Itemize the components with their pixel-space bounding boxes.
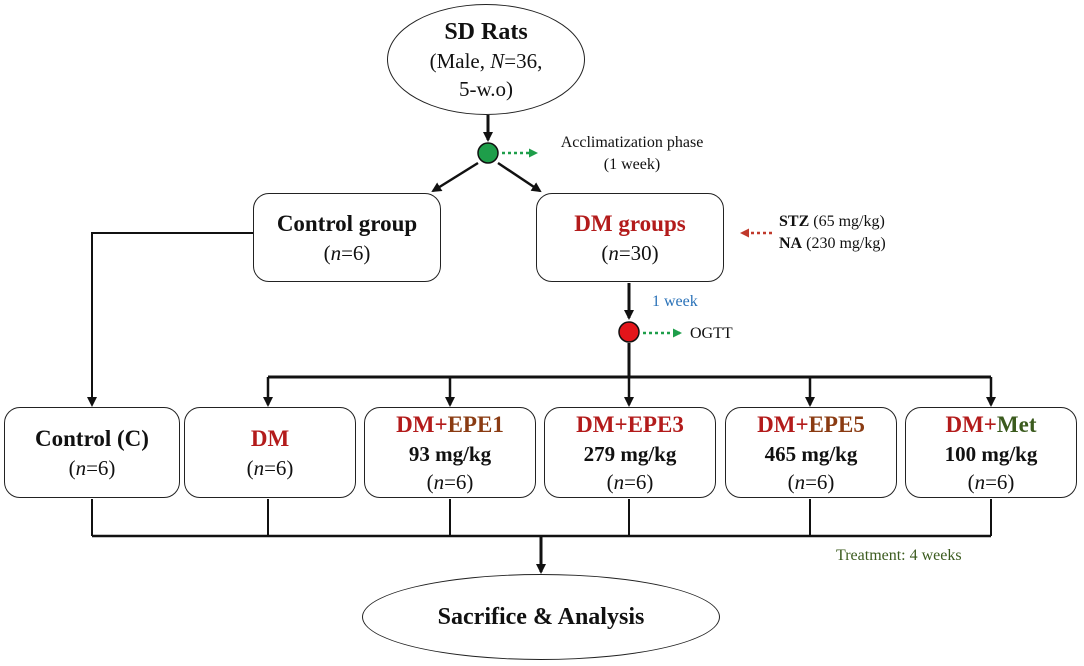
title-suffix: EPE5	[808, 411, 865, 437]
sacrifice-analysis-title: Sacrifice & Analysis	[437, 604, 645, 630]
title-prefix: DM+	[396, 411, 448, 437]
count-value: =6)	[444, 469, 474, 494]
count-open: (	[323, 240, 331, 265]
title-suffix: EPE1	[447, 411, 504, 437]
sd-rats-n-value: =36,	[504, 48, 543, 73]
count-letter: n	[330, 240, 342, 265]
treatment-epe5-node: DM+EPE5 465 mg/kg (n=6)	[725, 407, 897, 498]
arrow-to-control-group	[431, 161, 479, 193]
treatment-title: DM+EPE5	[757, 410, 865, 440]
control-group-title: Control group	[276, 210, 418, 236]
one-week-label: 1 week	[652, 293, 698, 310]
treatment-met-node: DM+Met 100 mg/kg (n=6)	[905, 407, 1077, 498]
count-value: =6)	[624, 469, 654, 494]
count-letter: n	[608, 240, 619, 265]
count-value: =6)	[805, 469, 835, 494]
treatment-count: (n=6)	[427, 468, 474, 496]
arrow-control-to-treatment	[87, 232, 253, 407]
na-line: NA (230 mg/kg)	[779, 233, 886, 255]
count-value: =6)	[86, 455, 116, 480]
ogtt-label: OGTT	[690, 325, 733, 342]
acclimatization-label: Acclimatization phase	[560, 134, 704, 151]
treatment-title: DM	[250, 425, 290, 451]
treatment-dm-node: DM (n=6)	[184, 407, 356, 498]
count-open: (	[787, 469, 795, 494]
sd-rats-node: SD Rats (Male, N=36, 5-w.o)	[387, 4, 585, 115]
treatment-epe1-node: DM+EPE1 93 mg/kg (n=6)	[364, 407, 536, 498]
count-open: (	[426, 469, 434, 494]
treatment-dose: 100 mg/kg	[944, 441, 1038, 466]
treatment-title: DM+Met	[945, 410, 1036, 440]
stz-dose: (65 mg/kg)	[809, 213, 885, 230]
count-value: =30)	[618, 240, 659, 265]
treatment-count: (n=6)	[788, 468, 835, 496]
count-letter: n	[253, 455, 265, 480]
count-letter: n	[75, 455, 87, 480]
acclimatization-duration: (1 week)	[603, 156, 661, 173]
treatment-dose: 279 mg/kg	[583, 441, 677, 466]
sd-rats-n-letter: N	[490, 48, 505, 73]
sacrifice-analysis-node: Sacrifice & Analysis	[362, 574, 720, 660]
count-open: (	[246, 455, 254, 480]
count-letter: n	[794, 469, 806, 494]
dm-groups-title: DM groups	[574, 210, 686, 236]
count-value: =6)	[264, 455, 294, 480]
count-open: (	[606, 469, 614, 494]
treatment-title: DM+EPE1	[396, 410, 504, 440]
stz-line: STZ (65 mg/kg)	[779, 211, 886, 233]
sd-rats-title: SD Rats	[444, 18, 528, 45]
treatment-title: Control (C)	[35, 425, 149, 451]
count-value: =6)	[341, 240, 371, 265]
count-letter: n	[974, 469, 986, 494]
stz-label: STZ	[779, 213, 810, 230]
na-label: NA	[779, 235, 803, 252]
sd-rats-details: (Male, N=36,	[430, 47, 543, 75]
sd-rats-sex: (Male,	[429, 48, 491, 73]
arrow-to-dm-groups	[497, 161, 542, 193]
sd-rats-age: 5-w.o)	[458, 76, 514, 101]
treatment-count: (n=6)	[69, 454, 116, 482]
treatment-count: (n=6)	[968, 468, 1015, 496]
control-group-count: (n=6)	[324, 239, 371, 267]
treatment-control-node: Control (C) (n=6)	[4, 407, 180, 498]
treatment-duration-label: Treatment: 4 weeks	[836, 547, 962, 564]
treatment-epe3-node: DM+EPE3 279 mg/kg (n=6)	[544, 407, 716, 498]
title-suffix: EPE3	[627, 411, 684, 437]
count-value: =6)	[985, 469, 1015, 494]
treatment-count: (n=6)	[247, 454, 294, 482]
treatment-title: DM+EPE3	[576, 410, 684, 440]
count-letter: n	[613, 469, 625, 494]
treatment-count: (n=6)	[607, 468, 654, 496]
count-open: (	[601, 240, 609, 265]
title-prefix: DM+	[576, 411, 628, 437]
acclimatization-dot	[477, 142, 499, 164]
na-dose: (230 mg/kg)	[802, 235, 886, 252]
treatment-dose: 93 mg/kg	[408, 441, 492, 466]
control-group-node: Control group (n=6)	[253, 193, 441, 282]
ogtt-dot	[618, 321, 640, 343]
dm-groups-count: (n=30)	[601, 239, 658, 267]
treatment-dose: 465 mg/kg	[764, 441, 858, 466]
count-open: (	[68, 455, 76, 480]
count-letter: n	[433, 469, 445, 494]
title-prefix: DM+	[945, 411, 997, 437]
dm-groups-node: DM groups (n=30)	[536, 193, 724, 282]
induction-note: STZ (65 mg/kg) NA (230 mg/kg)	[779, 211, 886, 255]
count-open: (	[967, 469, 975, 494]
title-prefix: DM+	[757, 411, 809, 437]
acclimatization-note: Acclimatization phase (1 week)	[548, 132, 716, 176]
title-suffix: Met	[996, 411, 1037, 437]
